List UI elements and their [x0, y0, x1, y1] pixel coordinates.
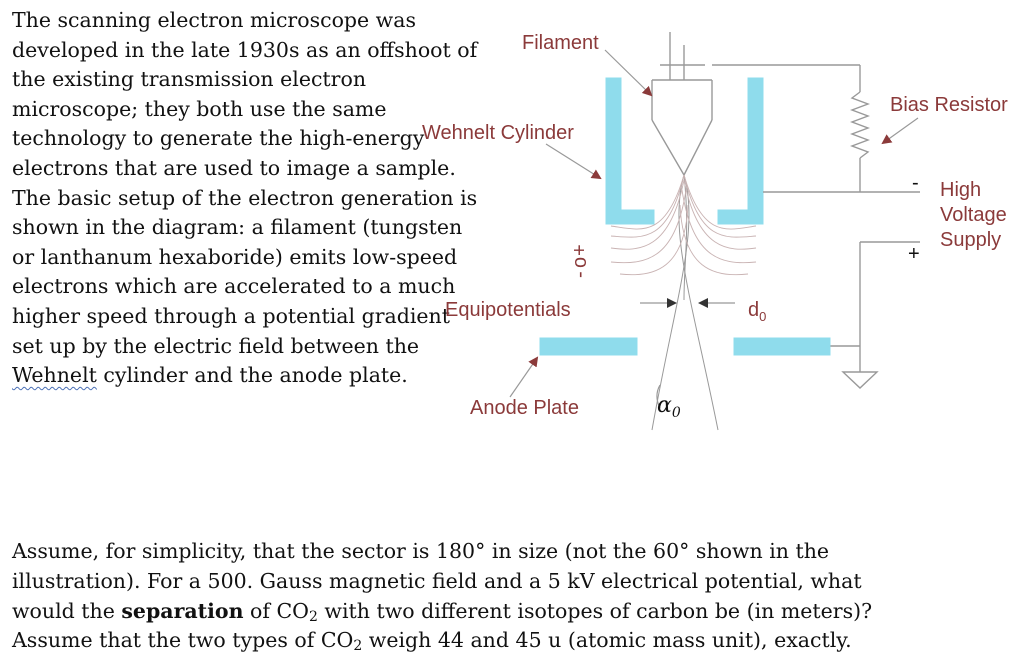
wehnelt-cylinder-label: Wehnelt Cylinder — [422, 122, 574, 144]
circuit-wiring — [763, 65, 920, 389]
intro-wehnelt-word: Wehnelt — [12, 363, 97, 388]
alpha0-label: α0 — [657, 393, 681, 421]
filament-label: Filament — [522, 32, 599, 54]
question-line-3: would the separation of CO2 with two dif… — [12, 598, 873, 625]
intro-text-part1: The scanning electron microscope was dev… — [12, 8, 478, 358]
question-line-4: Assume that the two types of CO2 weigh 4… — [12, 628, 852, 655]
high-voltage-label-line2: Voltage — [940, 204, 1007, 226]
separation-emphasis: separation — [121, 598, 244, 623]
plus-terminal-sign: + — [908, 243, 920, 265]
question-paragraph: Assume, for simplicity, that the sector … — [12, 537, 1012, 656]
bias-resistor-pointer — [881, 117, 919, 145]
intro-text-part2: cylinder and the anode plate. — [96, 363, 408, 388]
d0-label: d0 — [748, 299, 766, 324]
bias-resistor-label: Bias Resistor — [890, 94, 1008, 116]
anode-pointer — [509, 356, 539, 398]
high-voltage-label-line3: Supply — [940, 229, 1001, 251]
svg-text:o: o — [569, 257, 591, 268]
high-voltage-label-line1: High — [940, 179, 981, 201]
intro-paragraph: The scanning electron microscope was dev… — [12, 6, 482, 391]
ground-symbol — [841, 371, 879, 389]
anode-plate-label: Anode Plate — [470, 397, 579, 419]
svg-text:-: - — [569, 271, 591, 278]
minus-terminal-sign: - — [912, 172, 919, 194]
equipotentials-label: Equipotentials — [445, 299, 571, 321]
wehnelt-cylinder — [605, 77, 764, 225]
question-line-2: illustration). For a 500. Gauss magnetic… — [12, 568, 862, 593]
bias-resistor-symbol — [850, 91, 870, 159]
wehnelt-pointer — [545, 143, 602, 180]
question-line-1: Assume, for simplicity, that the sector … — [12, 539, 830, 563]
svg-text:+: + — [569, 244, 591, 256]
alpha0-arc — [656, 384, 661, 409]
filament-pointer — [604, 49, 653, 97]
polarity-marker: - o + — [569, 244, 591, 278]
equipotential-lines — [610, 174, 757, 276]
anode-plate — [539, 337, 831, 356]
